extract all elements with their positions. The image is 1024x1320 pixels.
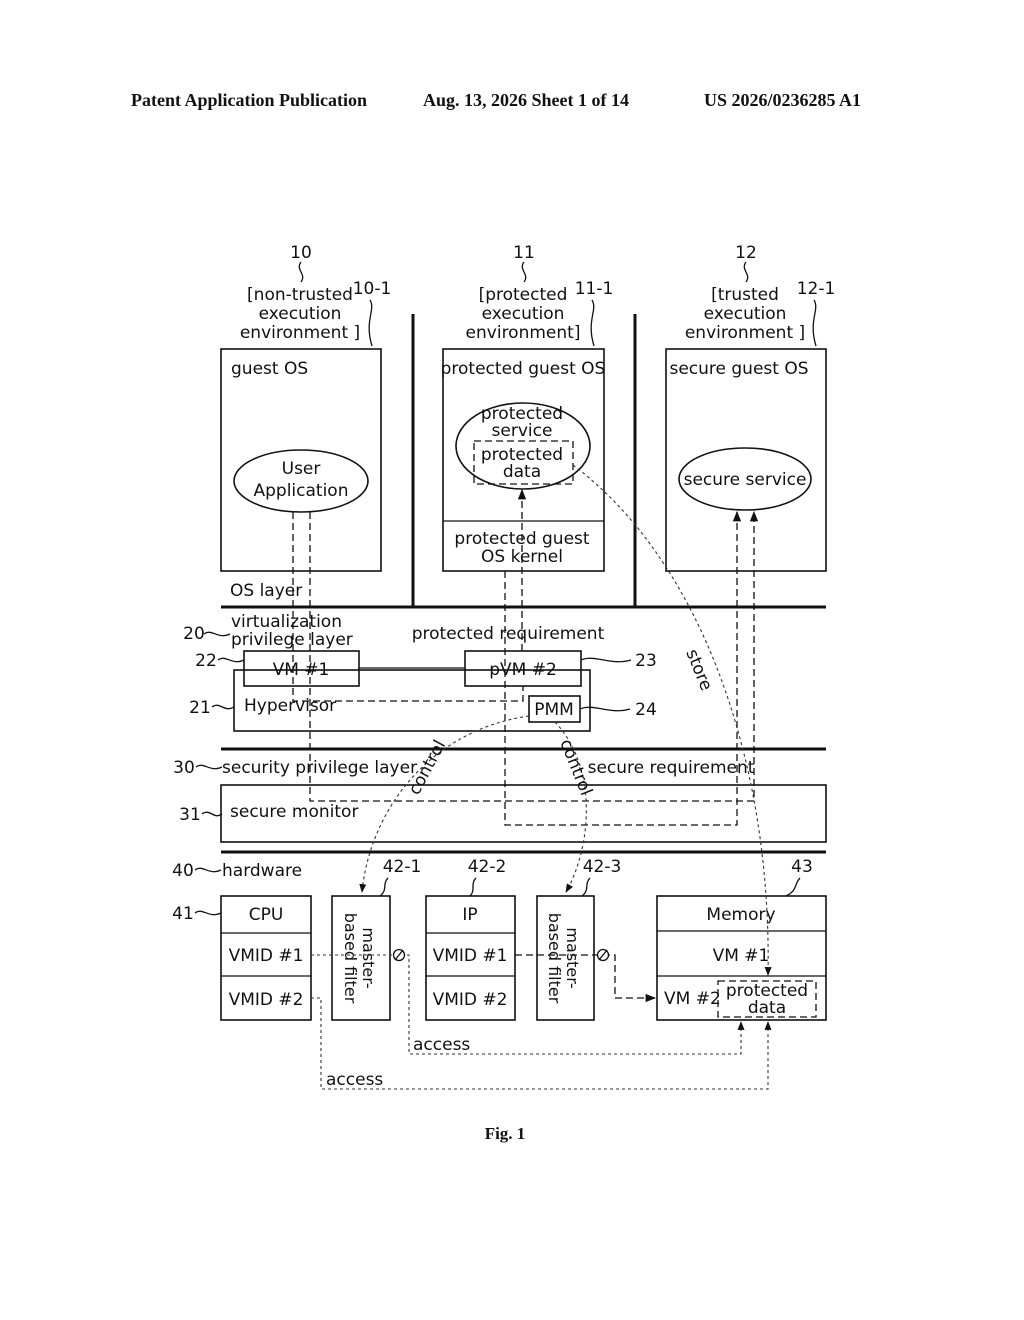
svg-text:guest OS: guest OS bbox=[231, 359, 308, 379]
hypervisor-label: Hypervisor bbox=[244, 696, 336, 716]
secure-requirement-label: secure requirement bbox=[588, 758, 755, 778]
svg-text:master-: master- bbox=[359, 927, 378, 988]
env-label-trusted: 12 [trusted execution environment ] 12-1 bbox=[685, 243, 835, 346]
hardware-label: hardware bbox=[222, 861, 302, 881]
svg-text:Memory: Memory bbox=[706, 905, 775, 925]
protected-guest-os-box: protected guest OS protected service pro… bbox=[441, 349, 606, 571]
svg-text:master-: master- bbox=[563, 927, 582, 988]
svg-text:protected guest OS: protected guest OS bbox=[441, 359, 606, 379]
secure-monitor-label: secure monitor bbox=[230, 802, 358, 822]
memory-block: Memory VM #1 VM #2 protected data 43 bbox=[657, 857, 826, 1020]
svg-text:secure guest OS: secure guest OS bbox=[669, 359, 808, 379]
secure-guest-os-box: secure guest OS secure service bbox=[666, 349, 826, 571]
ref-10-1: 10-1 bbox=[353, 279, 392, 299]
blocked-icon-1 bbox=[394, 950, 405, 961]
access-label-2: access bbox=[326, 1070, 383, 1090]
ref-23: 23 bbox=[635, 651, 657, 671]
svg-text:environment ]: environment ] bbox=[240, 323, 360, 343]
ref-43: 43 bbox=[791, 857, 813, 877]
ref-42-2: 42-2 bbox=[468, 857, 507, 877]
svg-text:data: data bbox=[503, 462, 541, 482]
ref-22: 22 bbox=[195, 651, 217, 671]
svg-text:secure service: secure service bbox=[684, 470, 807, 490]
ref-11: 11 bbox=[513, 243, 535, 263]
svg-text:[non-trusted: [non-trusted bbox=[247, 285, 353, 305]
ref-10: 10 bbox=[290, 243, 312, 263]
ref-11-1: 11-1 bbox=[575, 279, 614, 299]
ref-42-1: 42-1 bbox=[383, 857, 422, 877]
virtualization-layer-label: virtualization bbox=[231, 612, 342, 632]
svg-text:PMM: PMM bbox=[534, 700, 574, 720]
ip-block: IP VMID #1 VMID #2 42-2 bbox=[426, 857, 515, 1020]
ref-41: 41 bbox=[172, 904, 194, 924]
svg-text:Application: Application bbox=[254, 481, 349, 501]
ref-24: 24 bbox=[635, 700, 657, 720]
cpu-block: CPU VMID #1 VMID #2 41 bbox=[172, 896, 311, 1020]
svg-text:VMID #1: VMID #1 bbox=[433, 946, 508, 966]
svg-text:execution: execution bbox=[704, 304, 787, 324]
ref-40: 40 bbox=[172, 861, 194, 881]
svg-text:service: service bbox=[492, 421, 553, 441]
svg-text:execution: execution bbox=[482, 304, 565, 324]
svg-text:VM #1: VM #1 bbox=[713, 946, 770, 966]
svg-text:execution: execution bbox=[259, 304, 342, 324]
ip-to-memory-path bbox=[515, 955, 655, 998]
svg-text:environment ]: environment ] bbox=[685, 323, 805, 343]
svg-text:VMID #2: VMID #2 bbox=[433, 990, 508, 1010]
svg-text:VM #1: VM #1 bbox=[273, 660, 330, 680]
svg-text:VMID #1: VMID #1 bbox=[229, 946, 304, 966]
svg-text:IP: IP bbox=[462, 905, 477, 925]
svg-text:[protected: [protected bbox=[479, 285, 568, 305]
svg-text:data: data bbox=[748, 998, 786, 1018]
ref-12: 12 bbox=[735, 243, 757, 263]
env-label-non-trusted: 10 [non-trusted execution environment ] … bbox=[240, 243, 391, 346]
env-label-protected: 11 [protected execution environment] 11-… bbox=[466, 243, 614, 346]
filter-42-3: master- based filter 42-3 bbox=[537, 857, 621, 1020]
ref-21: 21 bbox=[189, 698, 211, 718]
filter-42-1: master- based filter 42-1 bbox=[332, 857, 421, 1020]
figure-caption: Fig. 1 bbox=[485, 1124, 526, 1143]
svg-text:based filter: based filter bbox=[545, 913, 564, 1004]
svg-text:User: User bbox=[282, 459, 321, 479]
store-path bbox=[573, 465, 768, 975]
ref-12-1: 12-1 bbox=[797, 279, 836, 299]
blocked-icon-2 bbox=[598, 950, 609, 961]
ref-20: 20 bbox=[183, 624, 205, 644]
svg-text:CPU: CPU bbox=[249, 905, 284, 925]
svg-text:VMID #2: VMID #2 bbox=[229, 990, 304, 1010]
ref-31: 31 bbox=[179, 805, 201, 825]
svg-text:[trusted: [trusted bbox=[711, 285, 779, 305]
ref-30: 30 bbox=[173, 758, 195, 778]
svg-text:VM #2: VM #2 bbox=[664, 989, 721, 1009]
svg-text:environment]: environment] bbox=[466, 323, 581, 343]
access-label-1: access bbox=[413, 1035, 470, 1055]
guest-os-box: guest OS User Application bbox=[221, 349, 381, 571]
svg-text:based filter: based filter bbox=[341, 913, 360, 1004]
ref-42-3: 42-3 bbox=[583, 857, 622, 877]
svg-text:pVM #2: pVM #2 bbox=[489, 660, 557, 680]
protected-requirement-label: protected requirement bbox=[412, 624, 605, 644]
svg-text:privilege layer: privilege layer bbox=[231, 630, 353, 650]
security-layer-label: security privilege layer bbox=[222, 758, 417, 778]
os-layer-label: OS layer bbox=[230, 581, 302, 601]
